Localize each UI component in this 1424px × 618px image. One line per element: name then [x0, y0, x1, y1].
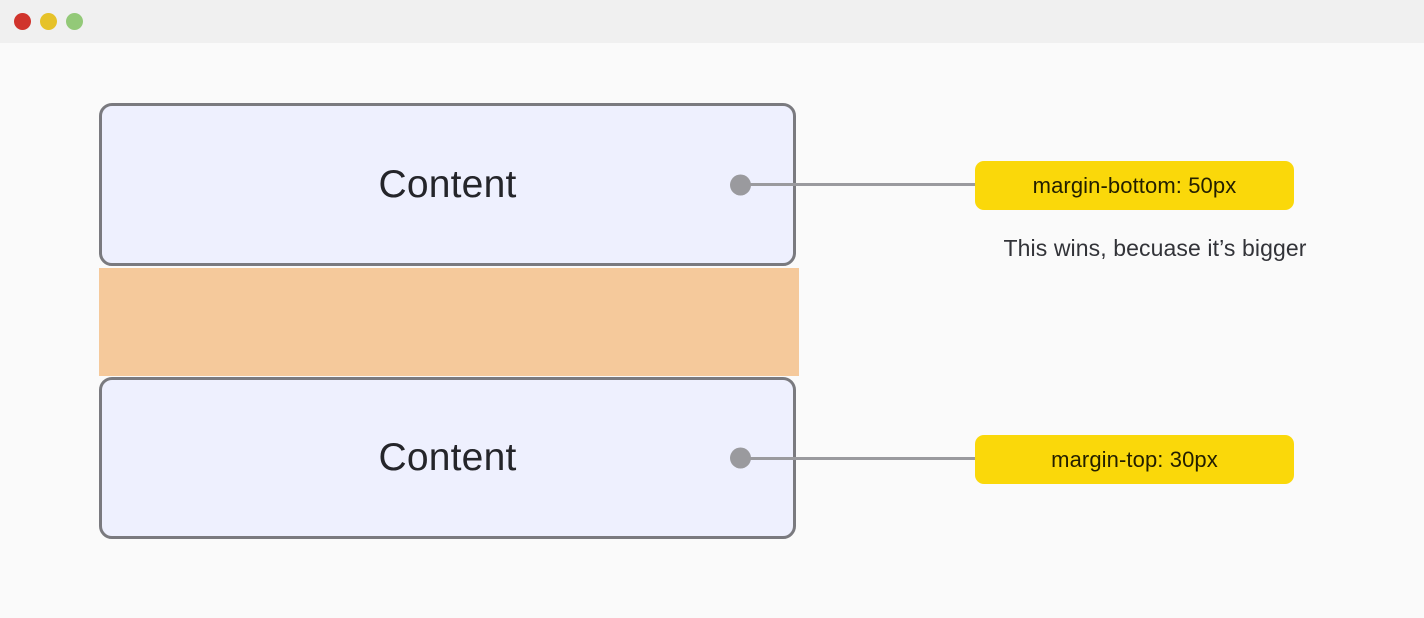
- callout-badge-margin-top-label: margin-top: 30px: [1051, 446, 1218, 472]
- title-bar: [0, 0, 1424, 43]
- content-box-second-label: Content: [378, 436, 517, 479]
- connector-line-bottom: [740, 457, 980, 460]
- content-box-second: Content: [99, 377, 796, 539]
- maximize-window-button[interactable]: [66, 13, 83, 30]
- collapsed-margin-band: [99, 268, 799, 376]
- callout-badge-margin-top: margin-top: 30px: [975, 435, 1294, 484]
- content-box-first: Content: [99, 103, 796, 266]
- window-controls: [14, 13, 83, 30]
- diagram-canvas: Content Content margin-bottom: 50px marg…: [0, 43, 1424, 618]
- diagram-caption: This wins, becuase it’s bigger: [1003, 235, 1307, 261]
- callout-badge-margin-bottom: margin-bottom: 50px: [975, 161, 1294, 210]
- content-box-first-label: Content: [378, 162, 517, 206]
- callout-badge-margin-bottom-label: margin-bottom: 50px: [1032, 172, 1237, 198]
- close-window-button[interactable]: [14, 13, 31, 30]
- minimize-window-button[interactable]: [40, 13, 57, 30]
- connector-line-top: [740, 183, 980, 186]
